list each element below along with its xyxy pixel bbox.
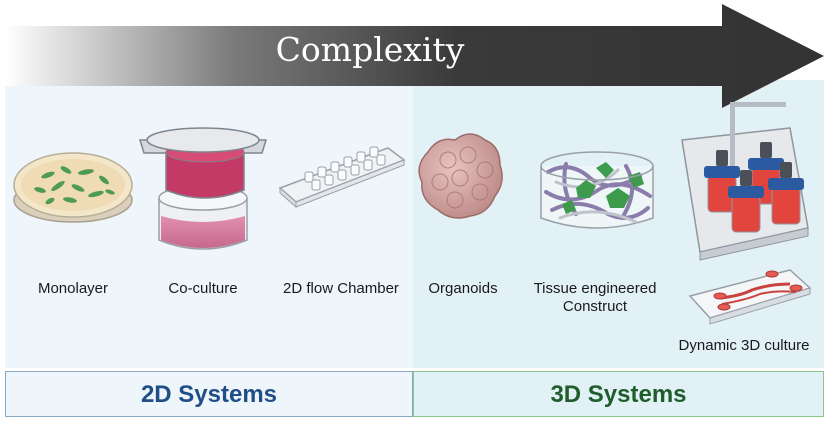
flow-chamber-icon <box>278 146 406 209</box>
label-tissue-line1: Tissue engineered <box>533 280 657 297</box>
tissue-construct-icon <box>540 151 654 229</box>
section-title-2d: 2D Systems <box>140 381 278 408</box>
complexity-title: Complexity <box>275 30 465 69</box>
complexity-arrow <box>5 4 824 108</box>
label-tissue-line2: Construct <box>562 298 628 315</box>
section-banner-3d: 3D Systems <box>413 371 824 417</box>
bioreactor-icon <box>681 102 809 261</box>
label-organoids: Organoids <box>428 280 498 297</box>
coculture-transwell-icon <box>138 127 268 250</box>
microfluidic-chip-icon <box>688 269 812 325</box>
label-dynamic-culture: Dynamic 3D culture <box>678 337 810 354</box>
label-coculture: Co-culture <box>168 280 238 297</box>
label-flow-chamber: 2D flow Chamber <box>283 280 399 297</box>
section-title-3d: 3D Systems <box>550 381 687 408</box>
label-monolayer: Monolayer <box>37 280 109 297</box>
organoid-icon <box>418 133 503 219</box>
monolayer-dish-icon <box>13 152 133 223</box>
section-banner-2d: 2D Systems <box>5 371 413 417</box>
